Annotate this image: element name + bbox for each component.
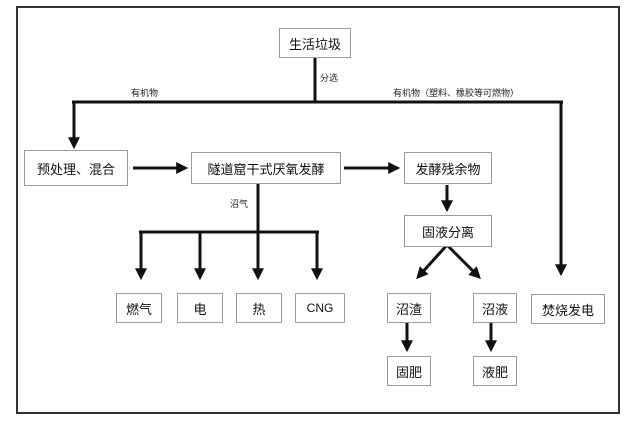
- digestate-solid-node: 沼渣: [387, 293, 431, 323]
- separation-to-liquid-arrow: [445, 243, 481, 279]
- digestion-residue-node: 发酵残余物: [404, 152, 492, 184]
- biogas-label: 沼气: [230, 200, 249, 210]
- liquid-fertilizer-node: 液肥: [473, 356, 517, 386]
- organic-label: 有机物: [131, 89, 159, 99]
- separation-to-solid-arrow: [416, 243, 449, 280]
- sorting-label: 分选: [320, 74, 339, 84]
- solid-liquid-separation-node: 固液分离: [404, 215, 492, 247]
- source-node: 生活垃圾: [279, 28, 351, 58]
- heat-node: 热: [236, 293, 282, 323]
- diagram-frame: [16, 6, 620, 414]
- anaerobic-digestion-node: 隧道窟干式厌氧发酵: [191, 152, 341, 184]
- combustible-label: 有机物（塑料、橡胶等可燃物）: [393, 89, 520, 99]
- pretreatment-node: 预处理、混合: [24, 150, 128, 186]
- gas-fuel-node: 燃气: [116, 293, 162, 323]
- incineration-power-node: 焚烧发电: [531, 294, 605, 324]
- electricity-node: 电: [177, 293, 223, 323]
- solid-fertilizer-node: 固肥: [387, 356, 431, 386]
- cng-node: CNG: [295, 293, 345, 323]
- digestate-liquid-node: 沼液: [473, 293, 517, 323]
